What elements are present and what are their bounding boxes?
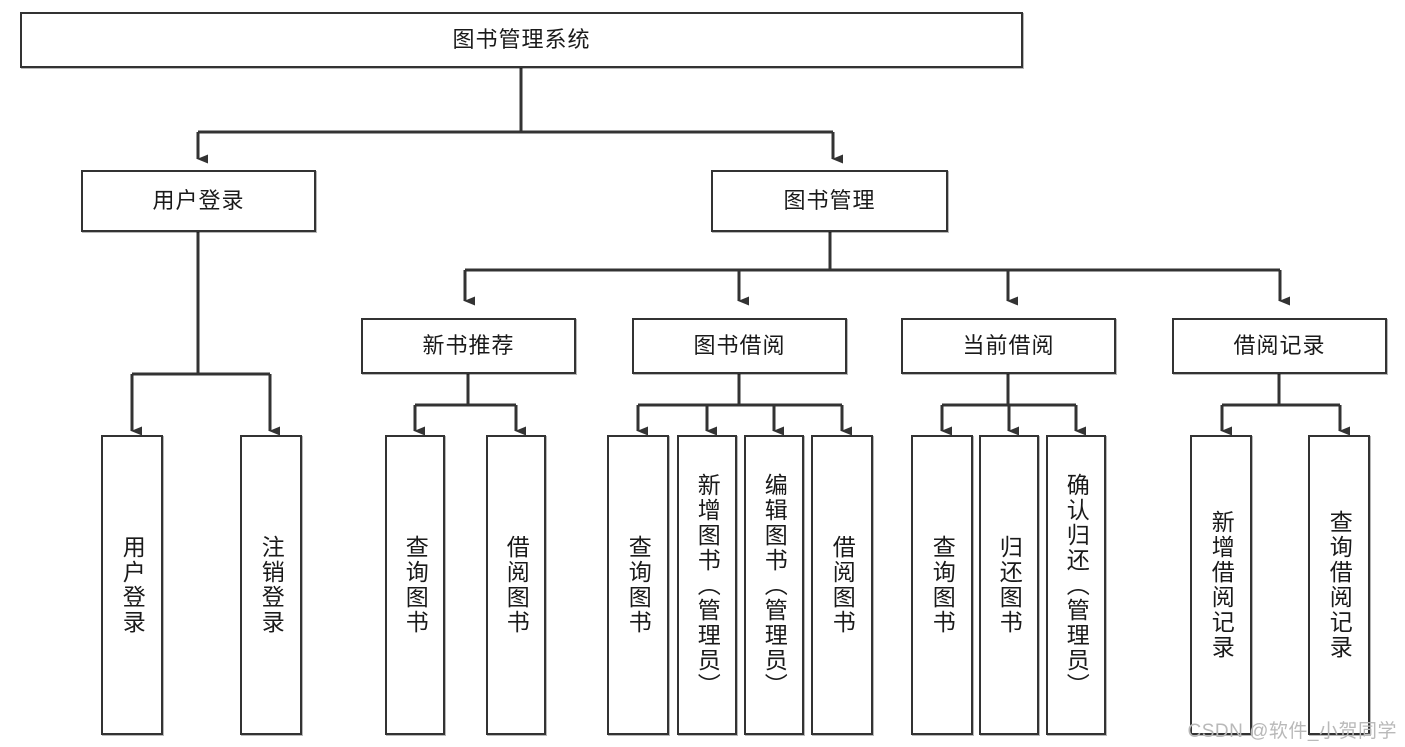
leaf-label: 借阅图书 [829, 535, 856, 635]
leaf-edit-book-admin[interactable]: 编辑图书（管理员） [744, 435, 804, 735]
leaf-add-book-admin[interactable]: 新增图书（管理员） [677, 435, 737, 735]
node-label: 图书管理 [783, 187, 876, 213]
node-label: 借阅记录 [1233, 332, 1326, 358]
leaf-label: 借阅图书 [503, 535, 530, 635]
leaf-return-book[interactable]: 归还图书 [979, 435, 1039, 735]
node-label: 新书推荐 [422, 332, 515, 358]
leaf-label: 查询图书 [929, 535, 956, 635]
node-borrow-record[interactable]: 借阅记录 [1172, 318, 1387, 374]
leaf-label: 新增借阅记录 [1208, 510, 1235, 660]
leaf-borrow-book-borrow[interactable]: 借阅图书 [811, 435, 873, 735]
leaf-label: 归还图书 [996, 535, 1023, 635]
leaf-confirm-return-admin[interactable]: 确认归还（管理员） [1046, 435, 1106, 735]
leaf-query-book-recommend[interactable]: 查询图书 [385, 435, 445, 735]
leaf-label: 查询图书 [625, 535, 652, 635]
leaf-label: 新增图书（管理员） [694, 472, 721, 698]
leaf-user-login[interactable]: 用户登录 [101, 435, 163, 735]
leaf-label: 注销登录 [258, 535, 285, 635]
csdn-watermark: CSDN @软件_小贺同学 [1187, 721, 1397, 742]
leaf-borrow-book-recommend[interactable]: 借阅图书 [486, 435, 546, 735]
node-label: 当前借阅 [962, 332, 1055, 358]
leaf-query-borrow-record[interactable]: 查询借阅记录 [1308, 435, 1370, 735]
node-book-management[interactable]: 图书管理 [711, 170, 948, 232]
leaf-label: 查询借阅记录 [1326, 510, 1353, 660]
node-user-login[interactable]: 用户登录 [81, 170, 316, 232]
node-label: 用户登录 [152, 187, 245, 213]
leaf-add-borrow-record[interactable]: 新增借阅记录 [1190, 435, 1252, 735]
node-current-borrow[interactable]: 当前借阅 [901, 318, 1116, 374]
leaf-label: 用户登录 [119, 535, 146, 635]
leaf-label: 编辑图书（管理员） [761, 472, 788, 698]
leaf-label: 确认归还（管理员） [1063, 472, 1090, 698]
node-new-book-recommend[interactable]: 新书推荐 [361, 318, 576, 374]
leaf-query-book-current[interactable]: 查询图书 [911, 435, 973, 735]
node-book-borrow[interactable]: 图书借阅 [632, 318, 847, 374]
node-label: 图书管理系统 [452, 26, 591, 52]
node-root-book-management-system[interactable]: 图书管理系统 [20, 12, 1023, 68]
node-label: 图书借阅 [693, 332, 786, 358]
leaf-query-book-borrow[interactable]: 查询图书 [607, 435, 669, 735]
leaf-logout-login[interactable]: 注销登录 [240, 435, 302, 735]
leaf-label: 查询图书 [402, 535, 429, 635]
